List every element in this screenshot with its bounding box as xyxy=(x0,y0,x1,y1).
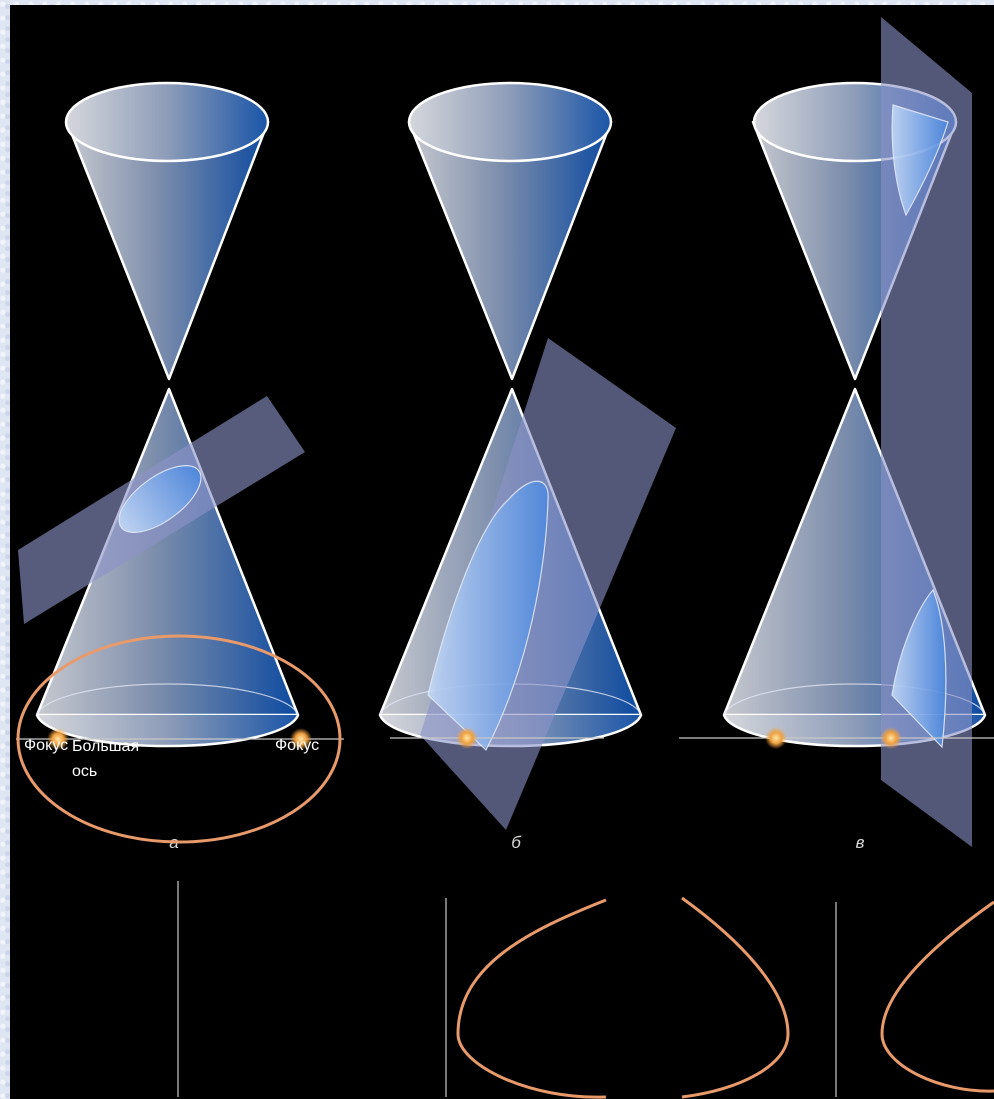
upper-cone-rim xyxy=(64,81,270,163)
parabola-curve xyxy=(456,898,607,1099)
panel-a-ellipse-cone xyxy=(18,81,305,748)
hyperbola-right-focus xyxy=(880,727,902,749)
parabola-focus xyxy=(456,727,478,749)
left-focus xyxy=(47,728,69,750)
panel-c-hyperbola-cone xyxy=(722,17,987,847)
cutting-plane-c xyxy=(881,17,972,847)
hyperbola-right-branch xyxy=(880,900,994,1093)
major-axis-label-line2: ось xyxy=(72,763,97,780)
major-axis-label-line1: Большая xyxy=(72,738,139,755)
hyperbola-diagram xyxy=(679,727,994,1099)
hyperbola-left-focus xyxy=(765,727,787,749)
panel-b-parabola-cone xyxy=(378,81,676,830)
ellipse-diagram: Большая ось Фокус Фокус xyxy=(16,634,344,1097)
upper-cone-rim xyxy=(407,81,613,163)
hyperbola-upper-branch xyxy=(891,104,949,217)
conic-sections-figure: а б в Большая ось Фокус Фокус xyxy=(10,5,994,1099)
parabola-section xyxy=(427,480,549,751)
ellipse-curve xyxy=(16,634,342,844)
hyperbola-lower-branch xyxy=(891,588,947,749)
caption-b: б xyxy=(511,833,522,852)
caption-c: в xyxy=(856,833,865,852)
parabola-diagram xyxy=(390,727,607,1099)
lower-cone-base-back xyxy=(36,683,299,716)
hyperbola-left-branch xyxy=(681,896,790,1099)
focus-left-label: Фокус xyxy=(24,737,68,754)
right-focus xyxy=(290,728,312,750)
ellipse-section xyxy=(118,465,202,533)
focus-right-label: Фокус xyxy=(275,737,319,754)
